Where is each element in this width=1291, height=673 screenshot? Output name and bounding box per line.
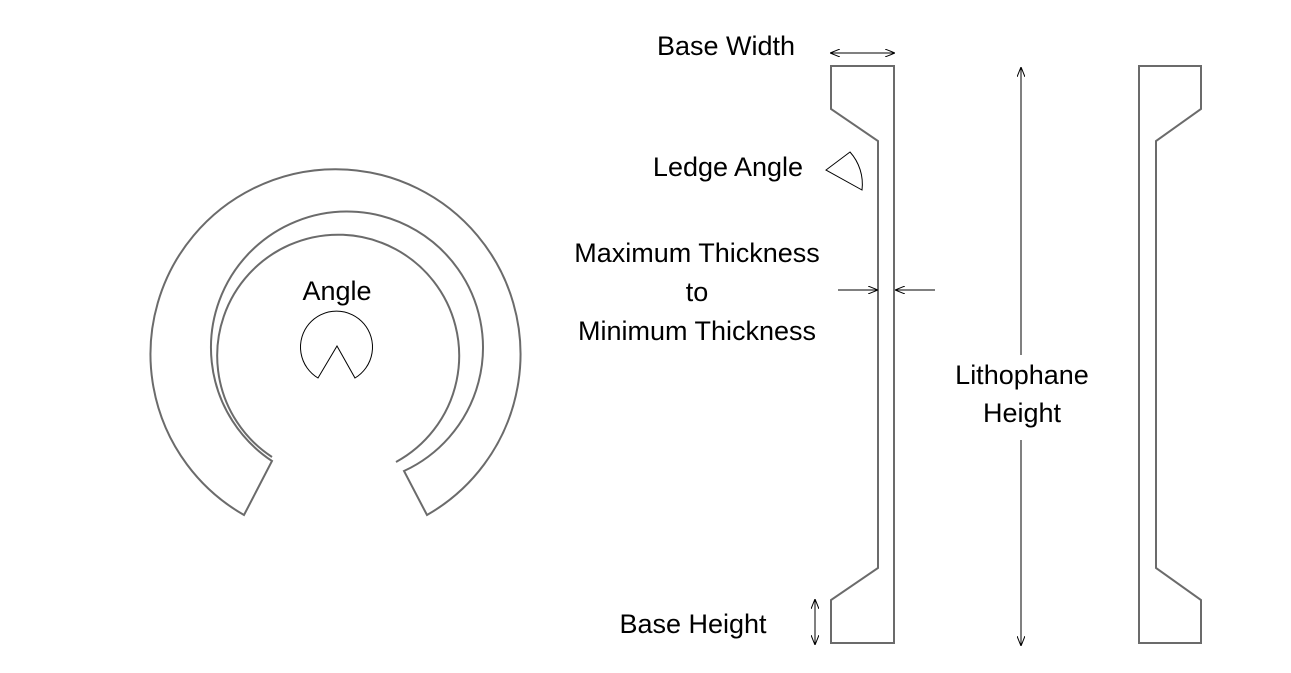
thickness-label-line1: Maximum Thickness xyxy=(574,238,820,268)
outer-base-ring xyxy=(149,168,522,517)
lithophane-height-label-line1: Lithophane xyxy=(955,360,1089,390)
angle-symbol xyxy=(300,310,373,379)
lithophane-height-dimension: Lithophane Height xyxy=(955,68,1089,645)
right-profile-outline xyxy=(1138,65,1202,644)
side-profile-right xyxy=(1138,65,1202,644)
thickness-label-line3: Minimum Thickness xyxy=(578,316,816,346)
base-height-label: Base Height xyxy=(619,609,767,639)
left-profile-outline xyxy=(830,65,895,644)
inner-lithophane-ring xyxy=(216,233,461,463)
ledge-angle-label: Ledge Angle xyxy=(653,152,803,182)
ledge-angle-symbol xyxy=(825,151,863,191)
thickness-label-line2: to xyxy=(686,277,709,307)
top-view-ring: Angle xyxy=(149,168,522,517)
side-profile-left: Base Width Ledge Angle Maximum Thickness… xyxy=(574,31,935,644)
angle-label: Angle xyxy=(302,276,371,306)
lithophane-height-label-line2: Height xyxy=(983,398,1062,428)
base-width-label: Base Width xyxy=(657,31,795,61)
